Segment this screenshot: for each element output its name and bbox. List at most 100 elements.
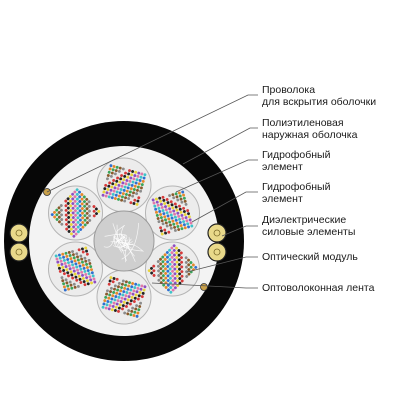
fiber [173,276,177,280]
fiber [182,223,186,227]
fiber [72,282,76,286]
fiber [71,266,75,270]
fiber [178,217,181,221]
fiber [137,308,141,312]
fiber [80,247,84,251]
fiber [182,193,185,197]
fiber [102,302,106,306]
fiber-ribbon [74,249,87,287]
fiber [112,291,116,294]
fiber [73,190,77,194]
fiber [85,266,89,269]
fiber [194,265,198,269]
fiber [154,267,158,270]
fiber [170,229,174,233]
fiber [105,292,109,296]
fiber [174,192,178,196]
fiber [114,295,118,299]
fiber [139,287,143,291]
fiber [159,267,163,271]
fiber [168,272,172,276]
fiber [164,208,168,212]
fiber [114,169,118,173]
fiber [184,260,188,264]
fiber [95,212,98,216]
fiber [71,250,75,254]
fiber [178,204,181,208]
fiber [71,276,75,280]
fiber [125,189,129,193]
fiber [166,274,170,278]
fiber [71,192,75,196]
fiber [85,197,89,201]
fiber [64,199,68,203]
fiber [71,202,75,206]
fiber [109,290,112,294]
fiber [57,211,61,214]
fiber [136,286,140,290]
fiber [122,300,126,304]
fiber [120,198,124,202]
fiber [178,272,182,276]
fiber [124,182,128,186]
fiber [73,199,77,203]
fiber [182,220,186,224]
fiber [161,269,165,273]
fiber [113,284,117,288]
fiber [170,251,174,255]
fiber [166,214,170,218]
label-fiber-ribbon: Оптоволоконная лента [262,282,374,294]
label-strength-members-line1: Диэлектрические [262,214,347,226]
strength-members-left [9,223,29,262]
fiber [171,206,175,210]
fiber [72,256,76,260]
fiber [72,269,76,273]
fiber [160,219,164,223]
fiber [130,197,134,201]
fiber [69,270,73,274]
fiber [187,268,191,271]
fiber [106,174,110,177]
fiber [157,220,161,224]
fiber [126,175,130,179]
fiber [64,204,68,208]
fiber [126,298,130,302]
fiber [132,303,135,307]
fiber [111,294,115,298]
fiber-ribbon [169,265,198,294]
fiber [79,228,83,231]
fiber [176,279,179,283]
fiber [142,288,146,292]
fiber [130,183,134,187]
fiber [180,213,184,217]
fiber [85,207,89,211]
fiber [161,222,165,226]
fiber [129,313,133,317]
fiber [81,211,84,215]
fiber [179,251,183,255]
fiber [135,178,139,182]
central-strength-member [93,210,155,272]
fiber [112,277,116,280]
fiber [53,215,57,219]
fiber [171,279,175,283]
fiber [165,224,169,228]
fiber [175,246,178,250]
optical-module [48,241,104,297]
fiber [134,282,138,286]
fiber [78,204,82,208]
fiber [115,179,119,183]
fiber [104,194,108,198]
fiber [71,253,75,257]
fiber-ribbon [104,183,142,196]
label-optical-module: Оптический модуль [262,251,358,263]
fiber [156,203,160,207]
fiber [129,299,133,303]
fiber [104,183,108,187]
fiber [85,252,89,256]
fiber [72,234,76,238]
fiber [53,210,56,214]
ribbon-stack [101,164,147,206]
fiber [186,209,190,213]
fiber [115,165,119,169]
